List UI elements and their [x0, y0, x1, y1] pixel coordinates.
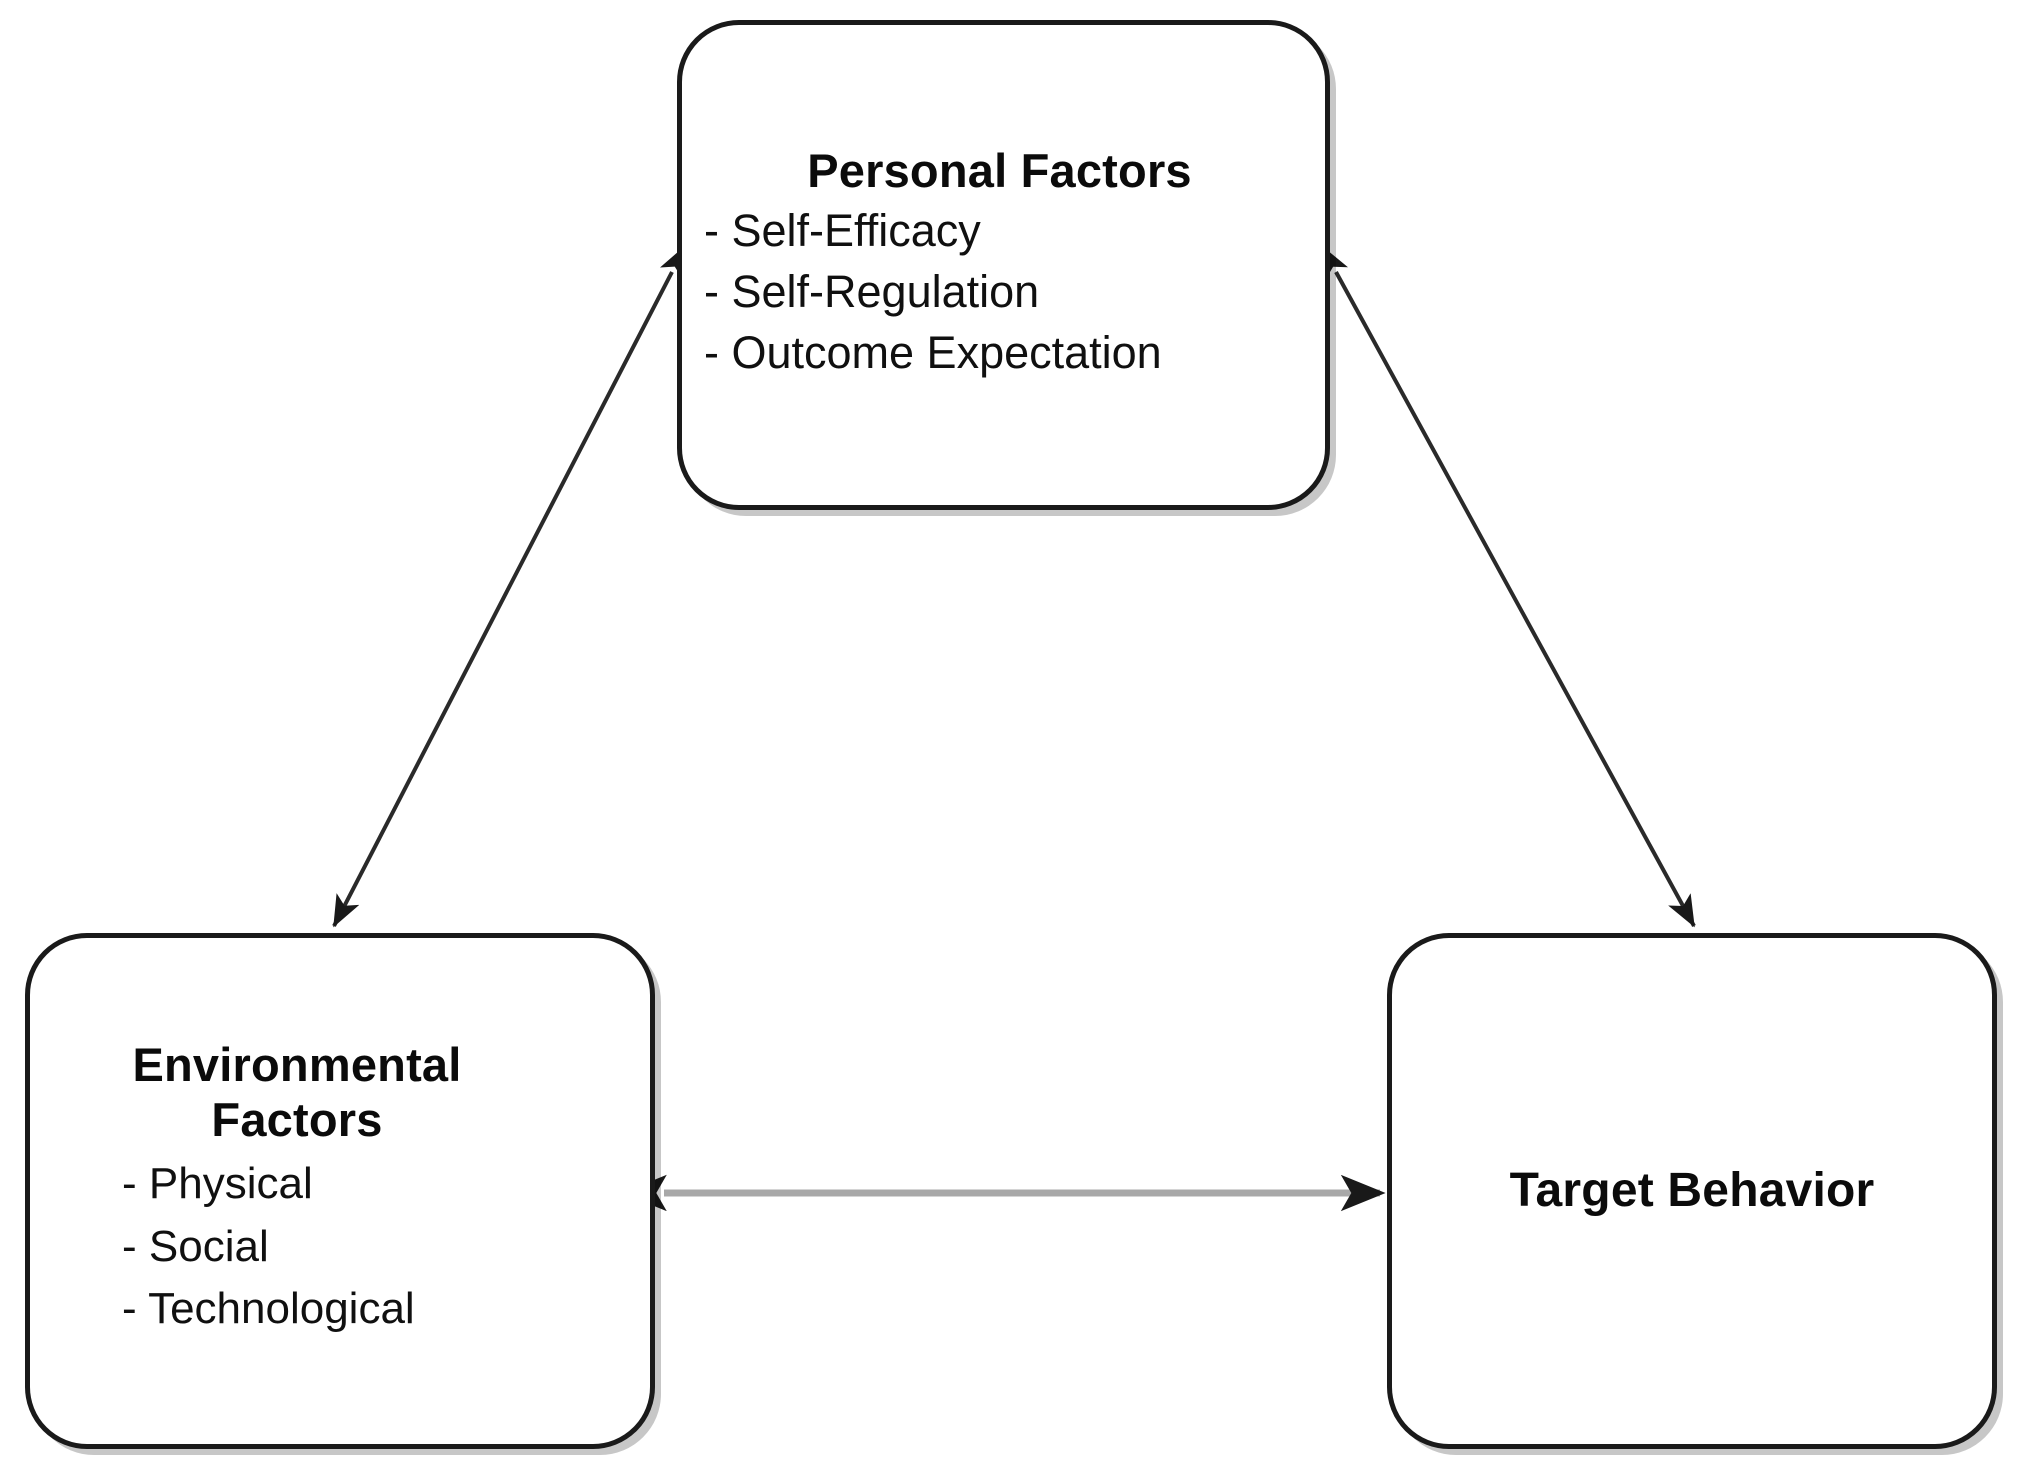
node-target-behavior-title: Target Behavior	[1509, 1163, 1875, 1217]
node-personal-factors-bullets: - Self-Efficacy - Self-Regulation - Outc…	[682, 204, 1325, 381]
node-environmental-factors-title-line-2: Factors	[211, 1093, 383, 1147]
bullet-item: - Social	[122, 1221, 269, 1271]
bullet-item: - Outcome Expectation	[704, 327, 1162, 379]
node-environmental-factors-title: Environmental Factors	[30, 1037, 650, 1148]
bullet-item: - Technological	[122, 1284, 415, 1334]
bullet-item: - Physical	[122, 1158, 313, 1208]
node-environmental-factors-bullets: - Physical - Social - Technological	[30, 1157, 650, 1336]
node-environmental-factors-content: Environmental Factors - Physical - Socia…	[30, 1037, 650, 1345]
edge-personal-target	[1321, 245, 1696, 928]
node-personal-factors-title: Personal Factors	[807, 143, 1192, 197]
node-personal-factors-content: Personal Factors - Self-Efficacy - Self-…	[682, 143, 1325, 387]
node-environmental-factors-title-line-1: Environmental	[132, 1038, 462, 1092]
node-target-behavior-content: Target Behavior	[1392, 1163, 1992, 1220]
node-target-behavior[interactable]: Target Behavior	[1387, 933, 1997, 1449]
node-environmental-factors[interactable]: Environmental Factors - Physical - Socia…	[25, 933, 655, 1449]
edge-personal-environmental	[332, 244, 686, 928]
node-personal-factors[interactable]: Personal Factors - Self-Efficacy - Self-…	[677, 20, 1330, 510]
bullet-item: - Self-Efficacy	[704, 205, 981, 257]
bullet-item: - Self-Regulation	[704, 266, 1040, 318]
